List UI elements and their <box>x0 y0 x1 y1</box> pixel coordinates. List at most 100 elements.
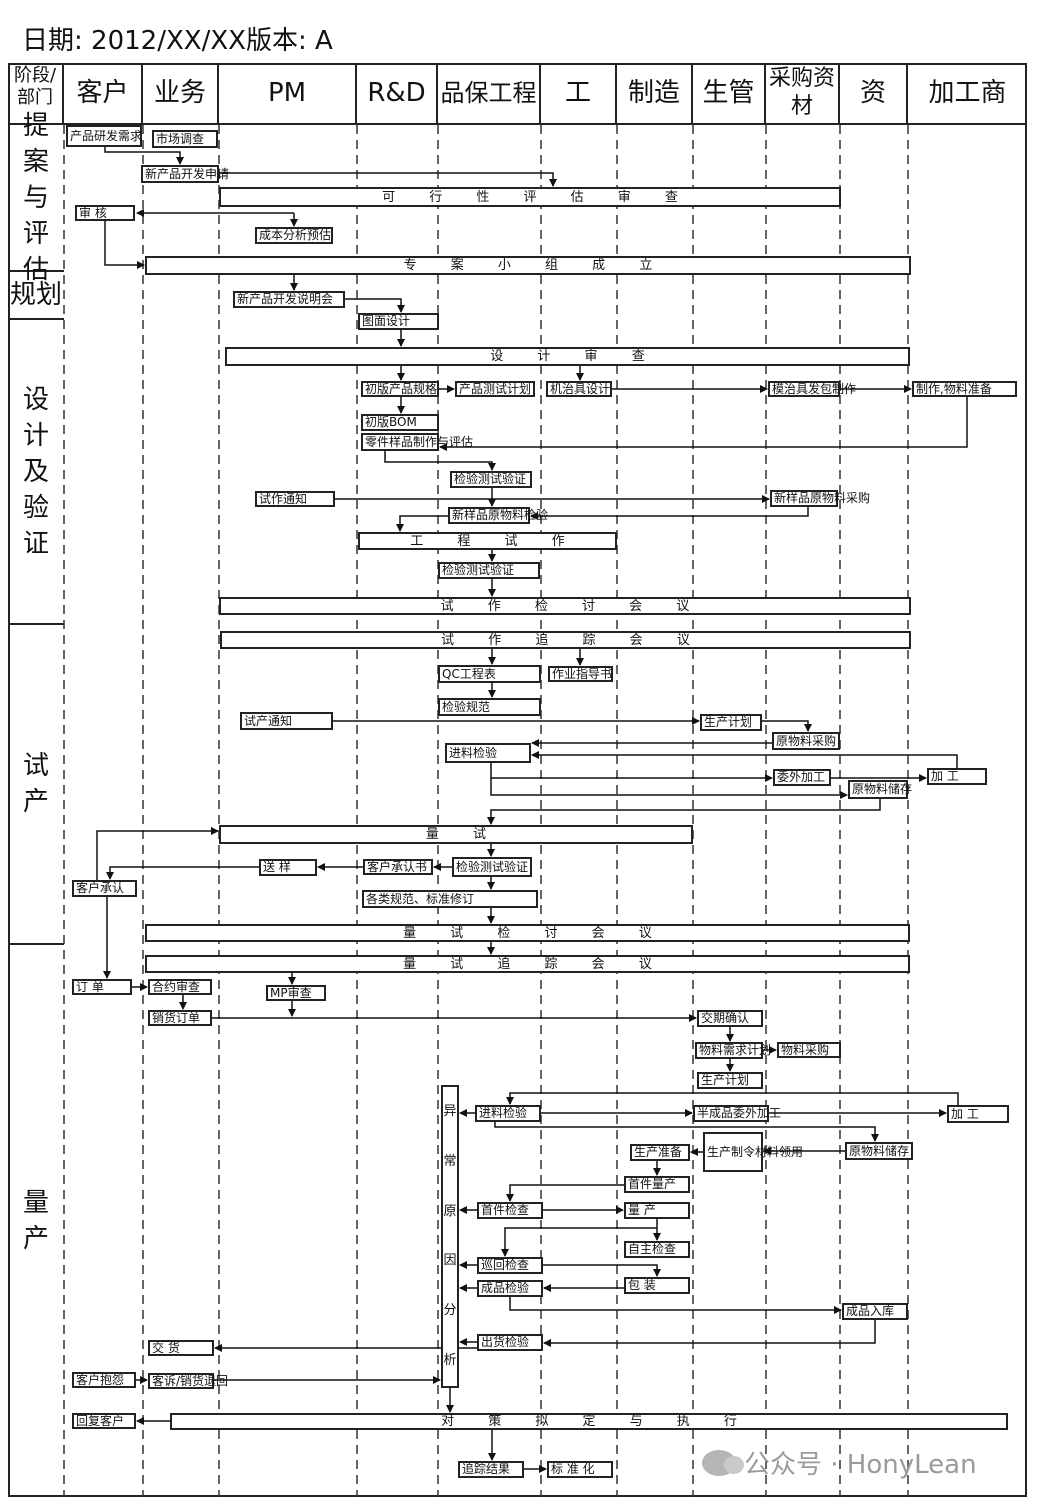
process-step: 生产计划 <box>700 714 762 731</box>
process-step: 试产通知 <box>240 712 333 730</box>
process-step: 进料检验 <box>475 1105 541 1122</box>
flow-arrow <box>96 827 219 880</box>
process-step: 产品研发需求 <box>66 125 142 147</box>
phase-planning: 规划 <box>8 272 64 320</box>
vertical-char: 原 <box>443 1203 457 1219</box>
process-bar: 量 试 <box>219 825 693 844</box>
flow-arrow <box>530 507 809 520</box>
flow-arrow <box>104 221 145 269</box>
phase-trial-production: 试产 <box>8 625 64 945</box>
flow-arrow <box>509 1297 842 1314</box>
process-step: 制作,物料准备 <box>912 381 1017 397</box>
vertical-char: 常 <box>443 1153 457 1169</box>
flow-arrow <box>219 172 557 187</box>
process-step: 包 装 <box>624 1277 690 1294</box>
header-materials: 资 <box>840 63 908 125</box>
process-step: 物料采购 <box>777 1042 841 1058</box>
vertical-char: 析 <box>443 1353 457 1369</box>
process-step: 半成品委外加工 <box>693 1105 781 1122</box>
vertical-char: 异 <box>443 1103 457 1119</box>
flow-arrow <box>104 147 184 165</box>
process-step: 客诉/销货退回 <box>148 1373 228 1389</box>
process-step: 新样品原物料检验 <box>448 507 548 524</box>
process-step: 新产品开发说明会 <box>233 291 345 308</box>
flow-arrow <box>384 451 496 471</box>
phase-label: 试产 <box>22 751 49 817</box>
process-step: 各类规范、标准修订 <box>362 890 538 908</box>
header-qa-engineering: 品保工程 <box>438 63 541 125</box>
process-step: 初版产品规格 <box>361 381 439 397</box>
phase-label: 设计及验证 <box>22 384 49 559</box>
header-purchasing: 采购资材 <box>766 63 840 125</box>
process-bar: 工 程 试 作 <box>358 532 617 550</box>
process-step: 作业指导书 <box>548 666 613 682</box>
flow-arrow <box>506 1184 624 1202</box>
process-step: 加 工 <box>927 768 987 785</box>
process-step: 加 工 <box>947 1105 1009 1123</box>
process-step: 市场调查 <box>152 130 218 148</box>
process-step: 物料需求计划 <box>695 1042 771 1059</box>
process-bar: 设 计 审 查 <box>225 347 910 366</box>
process-bar: 对 策 拟 定 与 执 行 <box>170 1413 1008 1430</box>
process-step: 生产制令材料领用 <box>703 1132 803 1172</box>
vertical-char: 因 <box>443 1253 457 1269</box>
process-step: 原物料采购 <box>772 732 840 750</box>
flow-arrow <box>490 763 773 782</box>
flow-arrow <box>506 1092 959 1105</box>
process-step: 试作通知 <box>255 491 335 507</box>
process-step: 检验测试验证 <box>438 562 540 579</box>
process-step: 客户承认 <box>72 880 137 897</box>
process-step: 进料检验 <box>445 743 531 763</box>
diagram-frame <box>8 63 1027 1497</box>
process-step: 量 产 <box>624 1202 690 1219</box>
process-step: 原物料储存 <box>845 1142 913 1160</box>
process-step: 首件检查 <box>477 1202 543 1219</box>
process-step: 回复客户 <box>72 1413 136 1429</box>
header-sales: 业务 <box>143 63 219 125</box>
process-step: 交期确认 <box>697 1010 763 1027</box>
phase-label: 规划 <box>9 280 62 310</box>
header-manufacturing: 制造 <box>617 63 693 125</box>
header-rd: R&D <box>357 63 438 125</box>
process-step: 自主检查 <box>624 1241 690 1258</box>
document-title: 日期: 2012/XX/XX版本: A <box>22 26 333 56</box>
flow-arrow <box>543 1264 661 1277</box>
process-step: 生产准备 <box>630 1144 690 1161</box>
process-bar: 量 试 追 踪 会 议 <box>145 955 910 973</box>
header-engineering: 工 <box>541 63 617 125</box>
phase-label: 提案与评估 <box>22 110 49 285</box>
flow-arrow <box>439 397 968 451</box>
process-step: 送 样 <box>259 859 317 876</box>
process-bar: 专 案 小 组 成 立 <box>145 256 911 275</box>
watermark-text: 公众号 · HonyLean <box>744 1450 977 1480</box>
phase-design-verification: 设计及验证 <box>8 320 64 625</box>
phase-proposal-evaluation: 提案与评估 <box>8 111 64 285</box>
flow-arrow <box>501 1227 657 1257</box>
header-customer: 客户 <box>64 63 143 125</box>
flow-arrow <box>106 866 259 880</box>
header-processor: 加工商 <box>908 63 1027 125</box>
process-step: 审 核 <box>75 205 135 221</box>
flow-arrow <box>345 298 405 313</box>
process-step: 新样品原物料采购 <box>770 490 870 507</box>
process-bar: 可 行 性 评 估 审 查 <box>219 187 841 207</box>
process-step: 首件量产 <box>624 1176 690 1193</box>
wechat-icon <box>702 1449 744 1476</box>
process-step: 成本分析预估 <box>255 227 333 244</box>
flow-arrow <box>543 1320 876 1347</box>
phase-label: 量产 <box>22 1188 49 1254</box>
vertical-char: 分 <box>443 1303 457 1319</box>
process-step: 交 货 <box>148 1340 214 1356</box>
flow-arrow <box>396 515 448 532</box>
process-step: QC工程表 <box>438 665 541 683</box>
process-step: MP审查 <box>266 985 326 1001</box>
flow-arrow <box>494 1122 879 1142</box>
header-stage-department: 阶段/部门 <box>8 63 64 125</box>
process-step: 成品入库 <box>842 1303 908 1320</box>
process-step: 巡回检查 <box>477 1257 543 1274</box>
process-step: 客户承认书 <box>363 859 433 875</box>
process-step: 新产品开发申请 <box>141 165 229 183</box>
flow-arrow <box>531 751 958 768</box>
process-step: 机治具设计 <box>546 381 612 397</box>
process-step: 出货检验 <box>477 1334 543 1351</box>
